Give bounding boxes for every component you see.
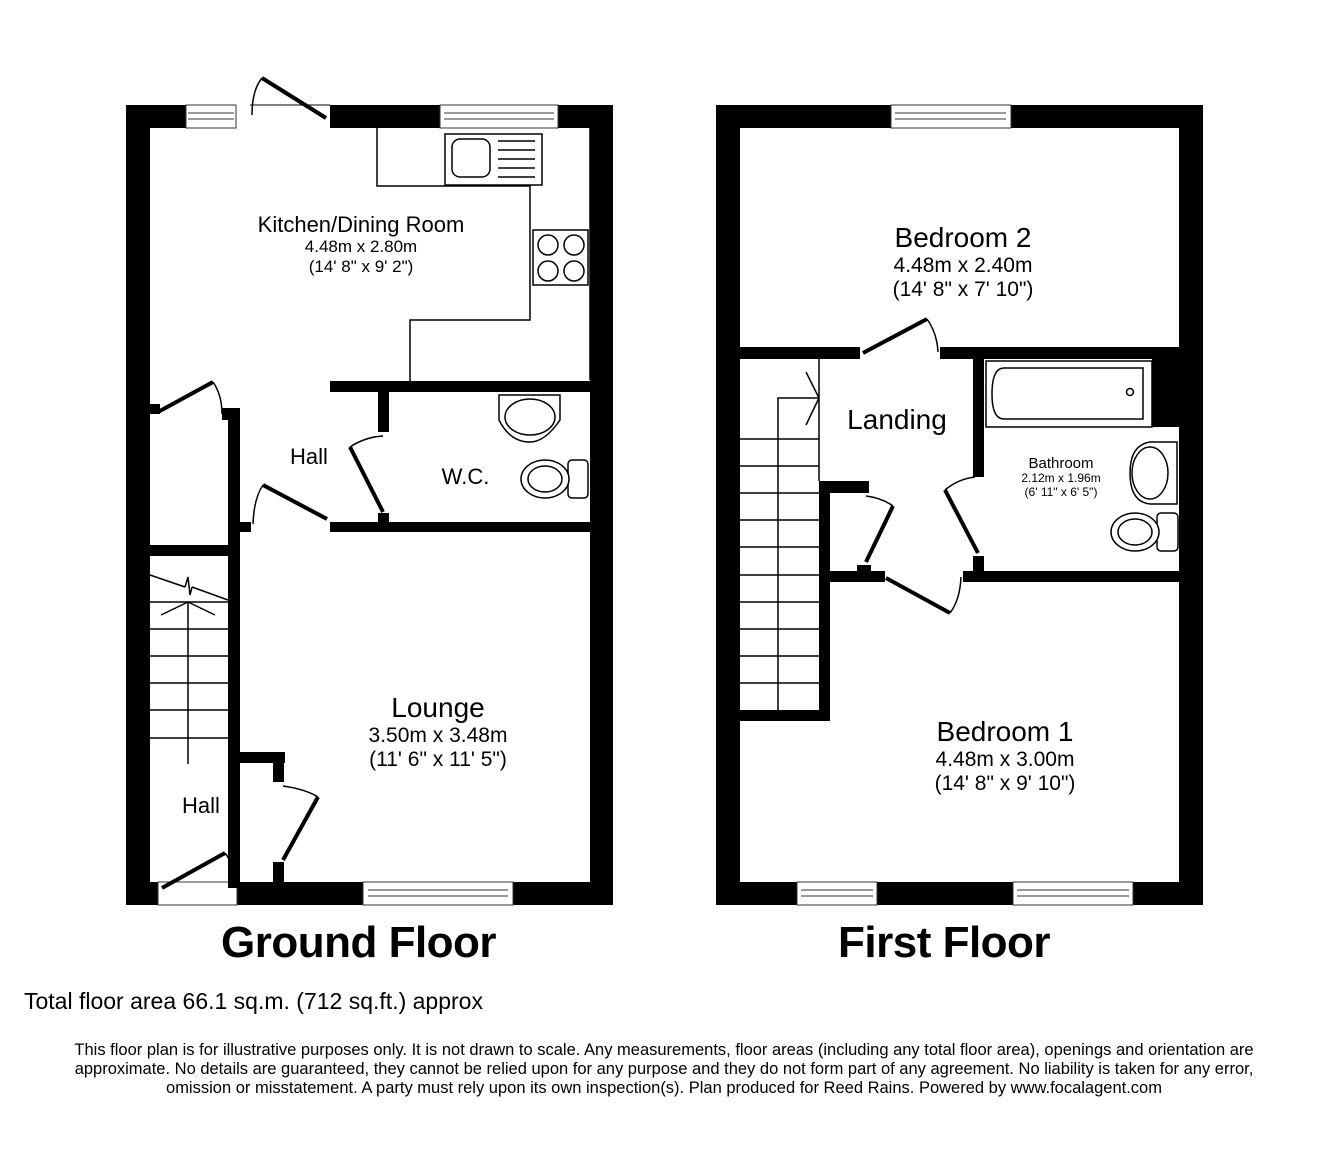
room-dimensions-metric: 2.12m x 1.96m	[1021, 471, 1101, 486]
room-dimensions-metric: 4.48m x 2.40m	[893, 254, 1033, 278]
room-dimensions-imperial: (6' 11" x 6' 5")	[1024, 485, 1098, 500]
ground-doors	[157, 380, 385, 890]
window-icon	[796, 881, 878, 906]
first-stairs-icon	[740, 359, 820, 710]
first-internal-walls	[740, 347, 1179, 721]
room-name: Bedroom 1	[936, 716, 1074, 747]
doorway-threshold	[157, 881, 238, 906]
sink-icon	[444, 133, 543, 186]
room-label-kitchen: Kitchen/Dining Room 4.48m x 2.80m (14' 8…	[211, 212, 511, 276]
door-icon	[348, 435, 385, 513]
window-icon	[1012, 881, 1134, 906]
bathroom-toilet-icon	[1110, 512, 1179, 552]
window-icon	[439, 104, 559, 129]
door-icon	[157, 380, 223, 415]
door-icon	[943, 476, 980, 554]
room-dimensions-imperial: (14' 8" x 7' 10")	[892, 278, 1034, 302]
door-icon	[864, 495, 895, 563]
room-name: Bathroom	[1028, 455, 1094, 472]
first-floor-plan	[716, 104, 1203, 906]
floor-title-ground: Ground Floor	[221, 918, 497, 967]
window-icon	[185, 104, 237, 129]
room-label-bedroom-1: Bedroom 1 4.48m x 3.00m (14' 8" x 9' 10"…	[860, 716, 1150, 796]
floor-title-first: First Floor	[838, 918, 1051, 967]
room-dimensions-metric: 4.48m x 2.80m	[304, 237, 418, 257]
room-label-wc: W.C.	[441, 464, 490, 489]
room-label-bedroom-2: Bedroom 2 4.48m x 2.40m (14' 8" x 7' 10"…	[818, 222, 1108, 302]
ground-windows	[157, 104, 559, 906]
room-name: Kitchen/Dining Room	[257, 212, 465, 237]
room-dimensions-imperial: (11' 6" x 11' 5")	[369, 748, 507, 772]
window-icon	[890, 104, 1012, 129]
door-icon	[885, 576, 962, 615]
room-label-hall-lower: Hall	[182, 793, 220, 818]
room-label-bathroom: Bathroom 2.12m x 1.96m (6' 11" x 6' 5")	[996, 455, 1126, 500]
basin-icon	[498, 394, 561, 443]
room-dimensions-metric: 3.50m x 3.48m	[368, 724, 508, 748]
bathroom-basin-icon	[1129, 441, 1178, 505]
door-icon	[862, 317, 939, 355]
front-door-icon	[161, 851, 237, 890]
room-name: Lounge	[391, 692, 485, 723]
room-dimensions-metric: 4.48m x 3.00m	[935, 748, 1075, 772]
room-label-lounge: Lounge 3.50m x 3.48m (11' 6" x 11' 5")	[318, 692, 558, 772]
room-label-landing: Landing	[847, 404, 947, 435]
first-windows	[796, 104, 1134, 906]
room-name: Bedroom 2	[894, 222, 1032, 253]
room-label-hall-upper: Hall	[290, 444, 328, 469]
ground-internal-walls	[150, 381, 590, 888]
first-doors	[862, 317, 980, 615]
door-icon	[281, 785, 320, 861]
room-dimensions-imperial: (14' 8" x 9' 2")	[308, 256, 414, 276]
ground-stairs-icon	[149, 574, 229, 764]
disclaimer-text: This floor plan is for illustrative purp…	[74, 1041, 1254, 1097]
total-floor-area: Total floor area 66.1 sq.m. (712 sq.ft.)…	[24, 988, 483, 1014]
kitchen-worktop	[376, 128, 591, 383]
toilet-icon	[520, 459, 589, 499]
room-dimensions-imperial: (14' 8" x 9' 10")	[934, 772, 1076, 796]
back-door-icon	[250, 76, 330, 120]
door-icon	[252, 483, 328, 525]
bath-icon	[985, 360, 1153, 428]
hob-icon	[532, 229, 589, 286]
window-icon	[362, 881, 514, 906]
ground-floor-plan	[126, 76, 613, 906]
